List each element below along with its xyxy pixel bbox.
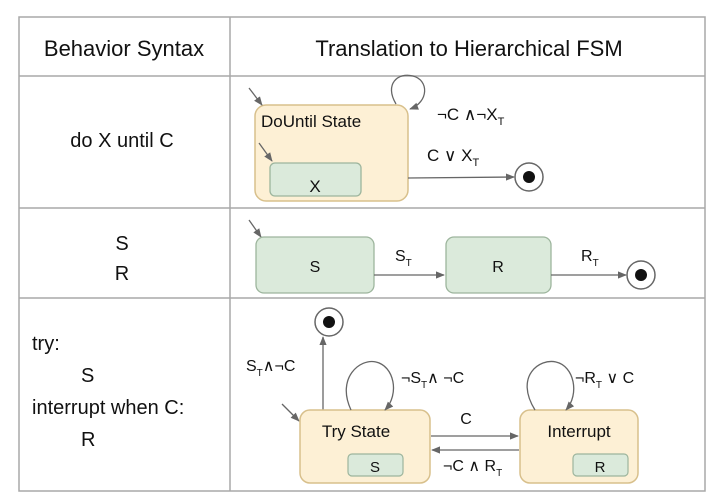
syntax-interrupt-when: interrupt when C: <box>32 397 184 419</box>
r-to-final-label: RT <box>581 248 599 269</box>
interrupt-to-try-label: ¬C ∧ RT <box>443 458 502 479</box>
syntax-seq-s: S <box>115 233 128 255</box>
dountil-final-dot <box>523 171 535 183</box>
try-state-label: Try State <box>322 422 390 441</box>
syntax-try-s: S <box>81 365 94 387</box>
dountil-self-loop <box>390 74 426 110</box>
x-state <box>269 162 362 197</box>
syntax-do-until: do X until C <box>70 130 173 152</box>
r-state <box>445 236 552 294</box>
try-inner-s-label: S <box>370 459 380 476</box>
syntax-interrupt-r: R <box>81 429 95 451</box>
try-exit-label: ST∧¬C <box>246 358 295 379</box>
s-state-label: S <box>310 259 321 276</box>
dountil-loop-label: ¬C ∧¬XT <box>437 105 505 128</box>
s-to-r-label: ST <box>395 248 412 269</box>
dountil-diagram: DoUntil State X ¬C ∧¬XT C ∨ XT <box>248 74 544 202</box>
behavior-translation-table: Behavior Syntax Translation to Hierarchi… <box>18 16 706 492</box>
x-state-label: X <box>309 177 320 196</box>
syntax-try: try: <box>32 333 60 355</box>
dountil-exit-edge <box>407 173 515 181</box>
table-grid <box>18 16 706 492</box>
header-behavior-syntax: Behavior Syntax <box>44 36 204 61</box>
dountil-exit-label: C ∨ XT <box>427 146 480 169</box>
r-state-label: R <box>492 259 504 276</box>
try-loop-label: ¬ST∧ ¬C <box>401 370 464 391</box>
header-hierarchical-fsm: Translation to Hierarchical FSM <box>315 36 622 61</box>
try-self-loop <box>345 360 394 411</box>
seq-final-dot <box>635 269 647 281</box>
interrupt-state-label: Interrupt <box>547 422 611 441</box>
interrupt-self-loop <box>526 360 575 411</box>
interrupt-inner-r-state <box>572 453 629 477</box>
try-final-dot <box>323 316 335 328</box>
s-initial-arrow <box>248 219 262 238</box>
try-to-interrupt-label: C <box>460 411 472 428</box>
interrupt-inner-r-label: R <box>595 459 606 476</box>
sequence-diagram: S ST R RT <box>248 219 656 294</box>
dountil-initial-arrow <box>248 87 263 106</box>
dountil-state-label: DoUntil State <box>261 112 361 131</box>
try-interrupt-diagram: ST∧¬C Try State S ¬ST∧ ¬C C ¬C ∧ RT Inte… <box>246 307 639 484</box>
try-inner-s-state <box>347 453 404 477</box>
s-state <box>255 236 375 294</box>
interrupt-loop-label: ¬RT ∨ C <box>575 370 634 391</box>
x-initial-arrow <box>258 142 273 162</box>
syntax-seq-r: R <box>115 263 129 285</box>
try-initial-arrow <box>281 403 300 422</box>
